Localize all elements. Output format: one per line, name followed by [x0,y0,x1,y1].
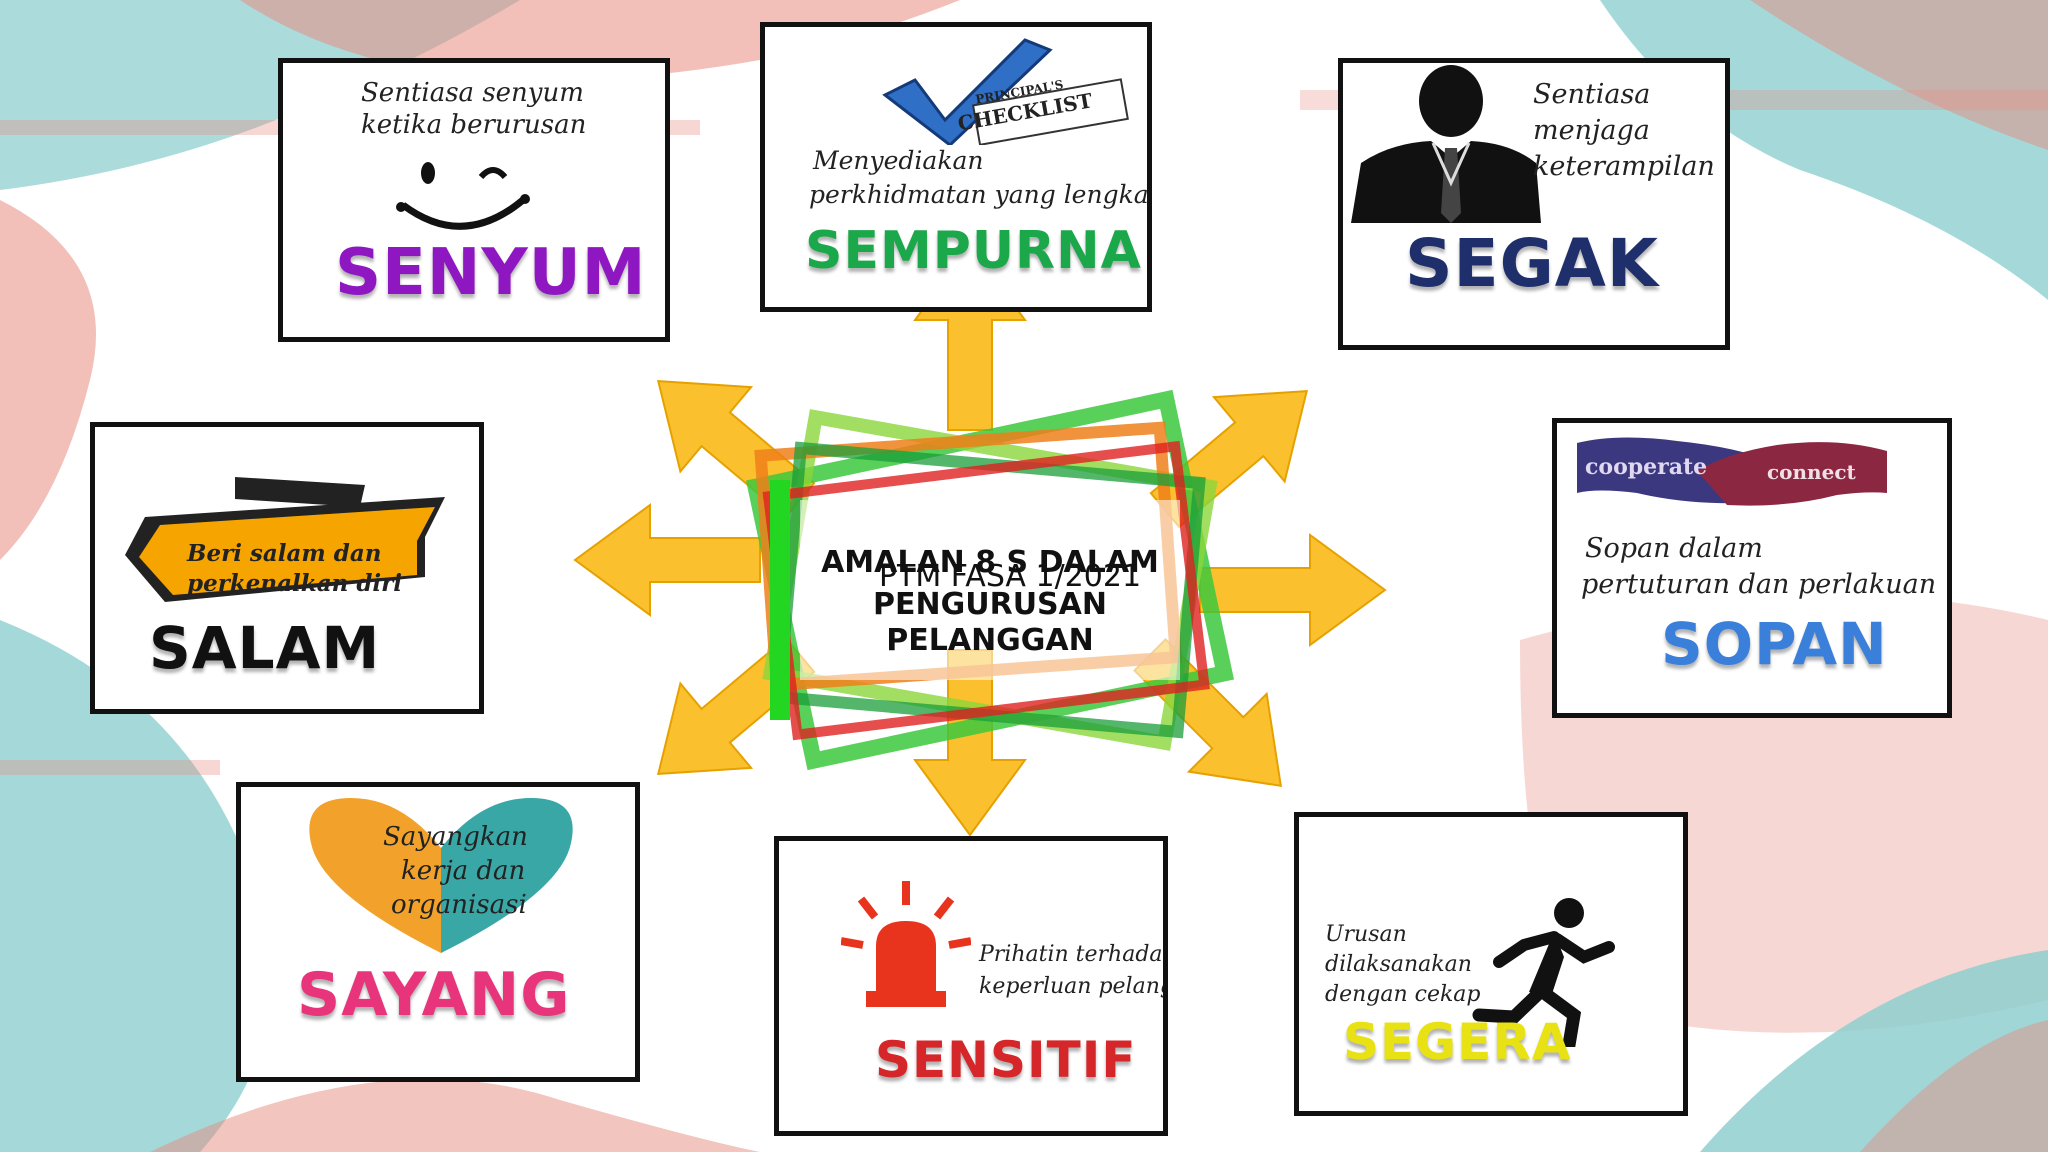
sopan-desc-line-1: Sopan dalam [1585,533,1763,564]
segak-label: SEGAK [1405,225,1660,302]
sayang-desc-line-2: kerja dan [401,856,526,886]
card-segera: Urusan dilaksanakan dengan cekap SEGERA [1294,812,1688,1116]
smiley-icon [396,162,530,230]
card-sensitif: Prihatin terhadap keperluan pelanggan SE… [774,836,1168,1136]
segera-label: SEGERA [1343,1013,1572,1071]
sopan-label: SOPAN [1661,610,1888,678]
salam-desc-line-2: perkenalkan diri [187,570,403,597]
sempurna-label: SEMPURNA [805,221,1142,281]
sensitif-label: SENSITIF [875,1031,1137,1089]
sayang-desc-line-1: Sayangkan [383,822,528,852]
senyum-label: SENYUM [335,236,647,310]
checkmark-icon [882,38,1129,145]
segak-desc-line-2: menjaga [1533,115,1650,146]
card-segak: Sentiasa menjaga keterampilan SEGAK [1338,58,1730,350]
segera-desc-line-2: dilaksanakan [1325,952,1472,977]
segak-desc-line-3: keterampilan [1533,151,1715,182]
ribbon-icon [125,477,445,602]
senyum-desc-line-2: ketika berurusan [361,110,587,140]
center-title-line-1: AMALAN 8 S DALAM [821,545,1159,580]
segera-desc-line-1: Urusan [1325,922,1407,947]
sensitif-desc-line-1: Prihatin terhadap [979,942,1168,967]
heart-hands-icon [309,798,573,953]
sopan-hand-word-1: cooperate [1585,454,1708,480]
card-senyum: Sentiasa senyum ketika berurusan SENYUM [278,58,670,342]
sensitif-desc-line-2: keperluan pelanggan [979,974,1163,999]
businessman-icon [1351,65,1541,223]
card-sempurna: PRINCIPAL'S CHECKLIST Menyediakan perkhi… [760,22,1152,312]
center-title-line-2: PENGURUSAN [873,587,1107,622]
center-title-line-3: PELANGGAN [886,623,1094,658]
segera-desc-line-3: dengan cekap [1325,982,1481,1007]
sempurna-desc-line-2: perkhidmatan yang lengkap [809,180,1152,209]
sayang-label: SAYANG [297,960,571,1030]
sempurna-desc-line-1: Menyediakan [813,146,984,175]
sopan-hand-word-2: connect [1767,460,1856,484]
card-salam: Beri salam dan perkenalkan diri SALAM [90,422,484,714]
center-overlay-text: PTM FASA 1/2021 [878,559,1142,594]
sayang-desc-line-3: organisasi [391,890,527,920]
card-sopan: cooperate connect Sopan dalam pertuturan… [1552,418,1952,718]
salam-desc-line-1: Beri salam dan [187,540,382,567]
card-sayang: Sayangkan kerja dan organisasi SAYANG [236,782,640,1082]
handshake-icon [1577,437,1887,506]
sopan-desc-line-2: pertuturan dan perlakuan [1581,569,1937,600]
salam-label: SALAM [149,614,381,682]
senyum-desc-line-1: Sentiasa senyum [361,78,584,108]
siren-icon [841,881,971,1007]
running-man-icon [1472,898,1615,1047]
segak-desc-line-1: Sentiasa [1533,79,1651,110]
